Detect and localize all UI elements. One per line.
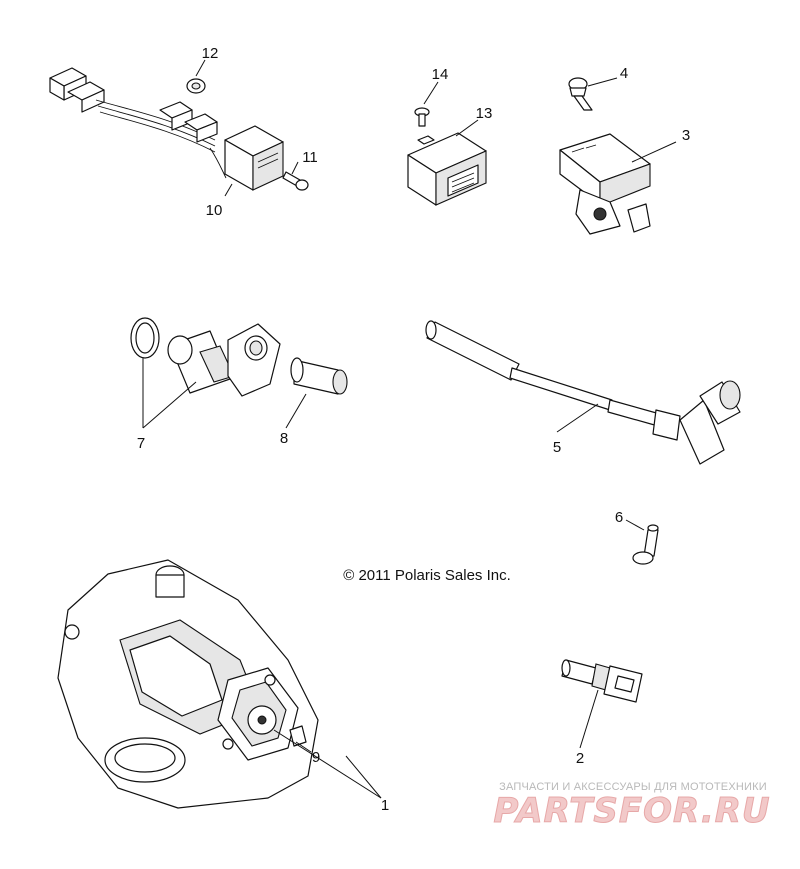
bolt-part-6: [632, 524, 659, 565]
speed-sensor-part-7: [130, 317, 281, 397]
nut-part-12: [186, 78, 206, 94]
callout-1: 1: [381, 797, 389, 814]
temp-sensor-part-2: [561, 659, 643, 703]
leader-lines: [142, 59, 677, 799]
callout-labels: 12 14 4 13 3 11 10 7 8 5 6 9 2 1: [137, 45, 690, 814]
callout-5: 5: [553, 439, 561, 456]
callout-10: 10: [206, 202, 223, 219]
screw-part-11: [282, 171, 309, 191]
callout-9: 9: [312, 749, 320, 766]
bolt-part-4: [568, 77, 593, 111]
callout-4: 4: [620, 65, 628, 82]
watermark: ЗАПЧАСТИ И АКСЕССУАРЫ ДЛЯ МОТОТЕХНИКИ PA…: [493, 781, 770, 832]
map-sensor-part-3: [559, 133, 651, 235]
screw-part-14: [414, 107, 430, 127]
throttle-body-part-1: [57, 559, 319, 809]
sleeve-part-8: [290, 357, 348, 395]
callout-8: 8: [280, 430, 288, 447]
callout-12: 12: [202, 45, 219, 62]
wiring-harness-part-10: [49, 67, 284, 191]
callout-6: 6: [615, 509, 623, 526]
watermark-logo: PARTSFOR.RU: [493, 791, 770, 831]
callout-7: 7: [137, 435, 145, 452]
callout-2: 2: [576, 750, 584, 767]
watermark-tagline: ЗАПЧАСТИ И АКСЕССУАРЫ ДЛЯ МОТОТЕХНИКИ: [499, 781, 767, 793]
control-module-part-13: [407, 132, 487, 206]
copyright-notice: © 2011 Polaris Sales Inc.: [343, 567, 511, 584]
callout-14: 14: [432, 66, 449, 83]
callout-13: 13: [476, 105, 493, 122]
callout-11: 11: [302, 149, 318, 166]
callout-3: 3: [682, 127, 690, 144]
sensor-probe-part-5: [425, 320, 741, 465]
